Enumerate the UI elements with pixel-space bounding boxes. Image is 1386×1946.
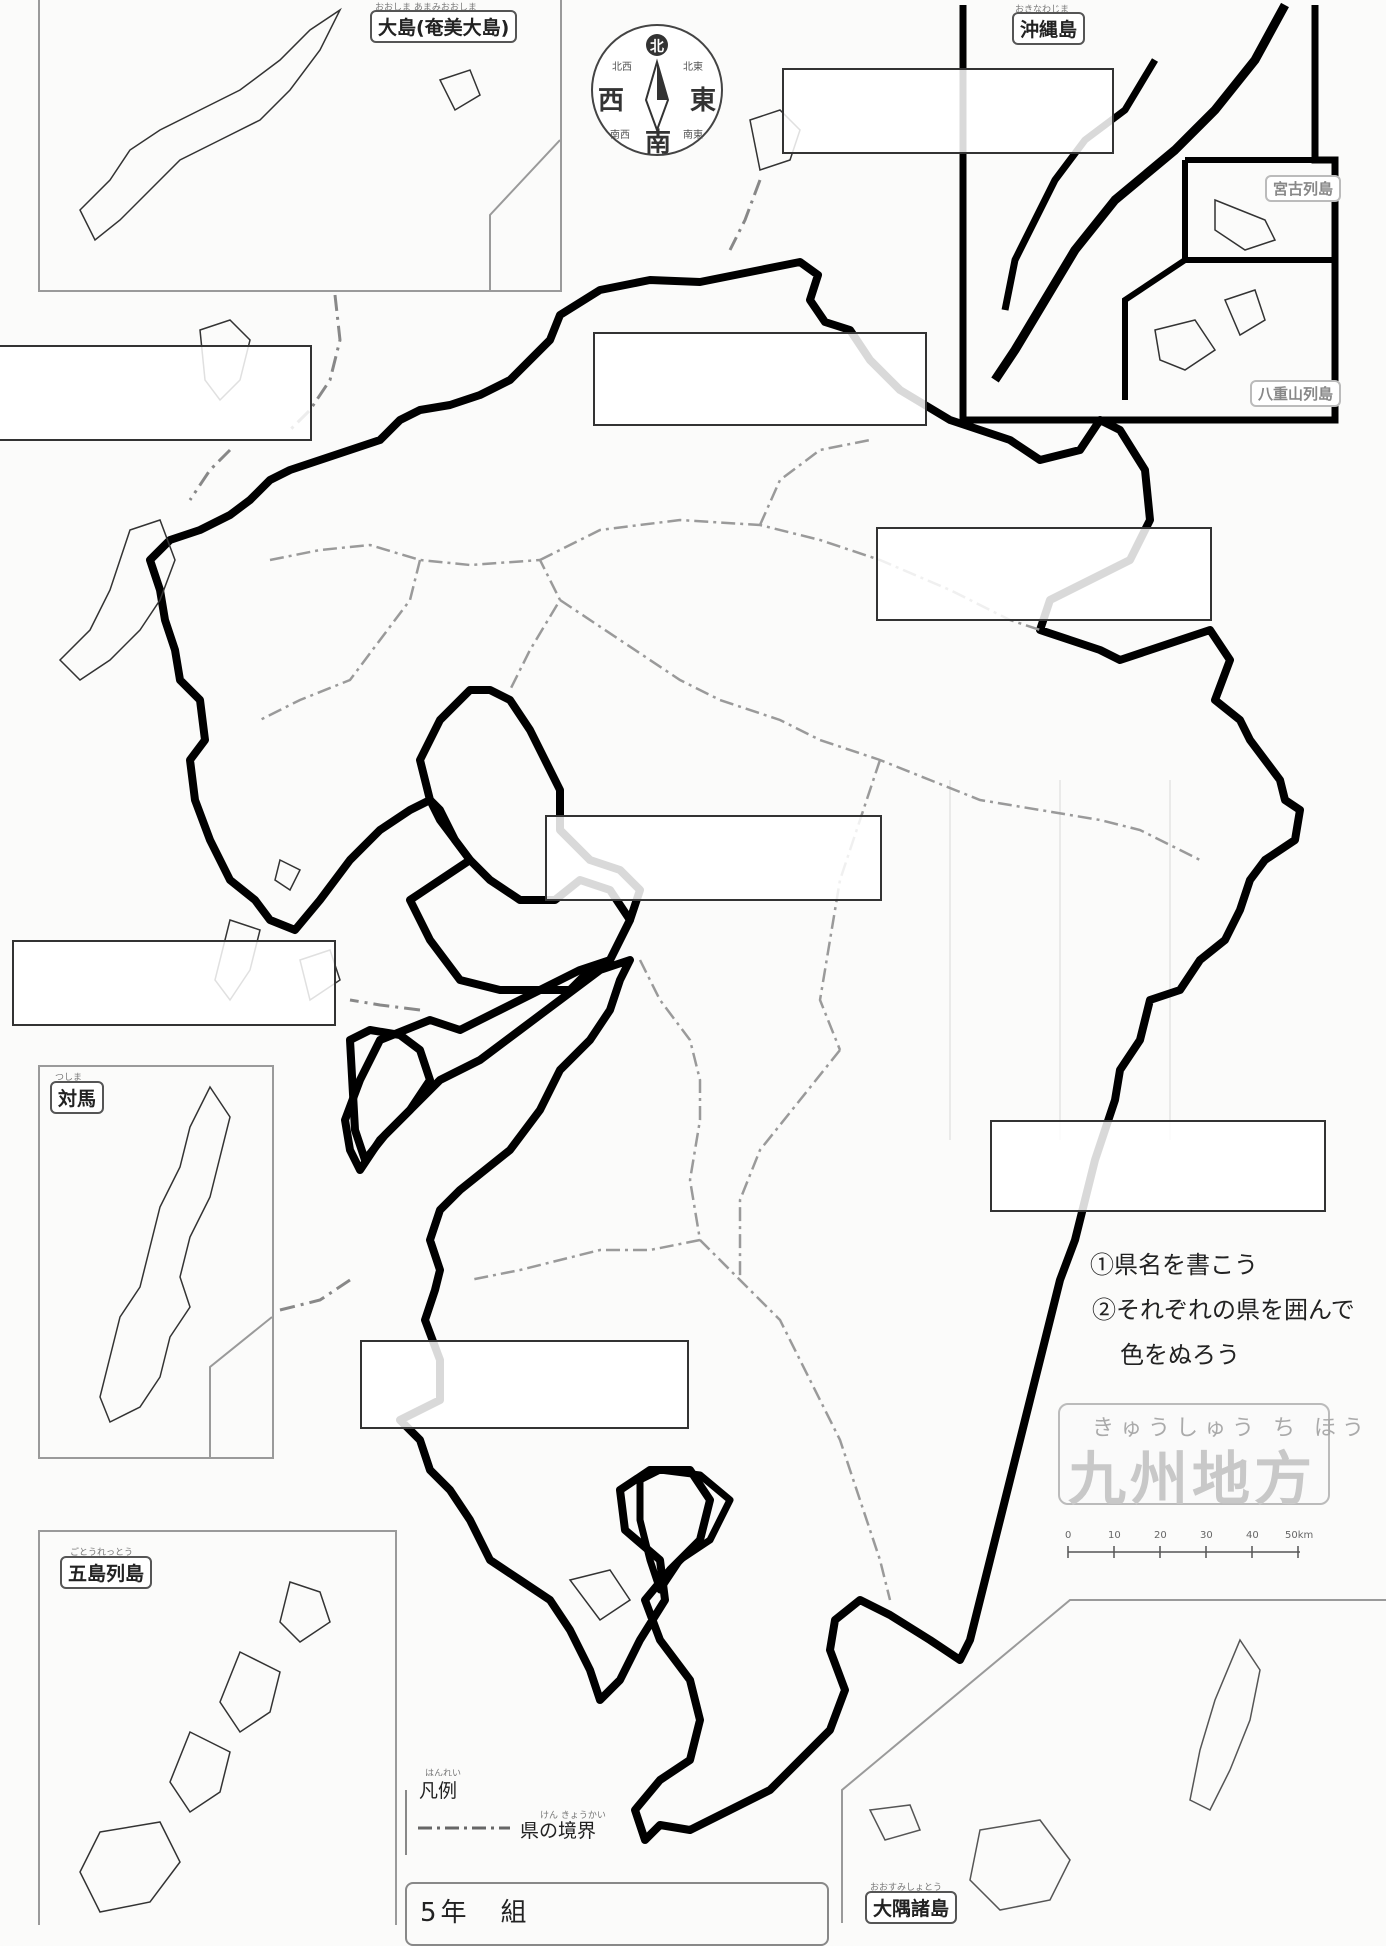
goto-label: 五島列島 [60, 1556, 153, 1589]
compass-northeast: 北東 [683, 62, 703, 73]
amami-island [79, 7, 560, 290]
osumi-ruby: おおすみしょとう [870, 1883, 943, 1893]
satsuma-bay [636, 1466, 734, 1594]
class-label: 5年 組 [420, 1898, 531, 1928]
osumi-inset: おおすみしょとう 大隅諸島 [840, 1580, 1386, 1924]
compass-west: 西 [598, 86, 625, 116]
tsushima-ruby: つしま [55, 1073, 83, 1083]
goto-ruby: ごとうれっとう [70, 1548, 134, 1558]
legend-title: 凡例 [415, 1776, 462, 1803]
legend-box [405, 1790, 647, 1855]
scale-tick: 20 [1154, 1530, 1167, 1541]
goto-islands [79, 1581, 331, 1913]
compass-south: 南 [645, 128, 672, 158]
scale-tick: 10 [1108, 1530, 1121, 1541]
ariake-bay [406, 686, 644, 994]
scale-tick: 30 [1200, 1530, 1213, 1541]
okinawa-frame [959, 2, 1339, 424]
amami-label: 大島(奄美大島) [370, 10, 518, 43]
okinawa-ruby: おきなわじま [1015, 5, 1070, 15]
goto-inset: ごとうれっとう 五島列島 [38, 1530, 397, 1925]
scale-bar [1067, 1546, 1300, 1558]
prefecture-answer-box[interactable] [360, 1340, 689, 1429]
tsushima-island [99, 1085, 272, 1457]
shimabara-peninsula [346, 1026, 434, 1164]
legend-title-ruby: はんれい [425, 1769, 462, 1779]
prefecture-answer-box[interactable] [593, 332, 927, 426]
scale-tick: 40 [1246, 1530, 1259, 1541]
instruction-line-3: 色をぬろう [1120, 1341, 1240, 1369]
yaeyama-label: 八重山列島 [1250, 380, 1342, 407]
tsushima-label: 対馬 [50, 1081, 105, 1114]
page-title: 九州地方 [1068, 1445, 1317, 1513]
legend-boundary-label: 県の境界 [520, 1820, 597, 1842]
compass-east: 東 [690, 86, 717, 116]
title-ruby: きゅうしゅう ち ほう [1092, 1416, 1370, 1441]
kyushu-coastline [146, 258, 1304, 1844]
amami-inset: おおしま あまみおおしま 大島(奄美大島) [38, 0, 562, 292]
okinawa-inset: おきなわじま 沖縄島 宮古列島 八重山列島 [955, 0, 1342, 425]
title-box [1058, 1403, 1330, 1505]
compass-southwest: 南西 [610, 130, 630, 141]
osumi-frame [841, 1599, 1386, 1923]
prefecture-answer-box[interactable] [12, 940, 336, 1026]
compass-north: 北 [650, 39, 664, 55]
legend-item-ruby: けん きょうかい [540, 1811, 606, 1821]
scale-tick: 0 [1065, 1530, 1072, 1541]
compass-rose [591, 24, 723, 156]
prefecture-answer-box[interactable] [876, 527, 1212, 621]
osumi-label: 大隅諸島 [865, 1891, 958, 1924]
prefecture-answer-box[interactable] [990, 1120, 1326, 1212]
tsushima-inset: つしま 対馬 [38, 1065, 274, 1459]
compass-northwest: 北西 [612, 62, 632, 73]
miyako-label: 宮古列島 [1265, 175, 1342, 202]
compass-southeast: 南東 [683, 130, 703, 141]
okinawa-label: 沖縄島 [1012, 12, 1086, 45]
instruction-line-2: ②それぞれの県を囲んで [1092, 1296, 1355, 1324]
prefecture-boundaries [259, 438, 1201, 1601]
instruction-line-1: ①県名を書こう [1090, 1251, 1258, 1279]
prefecture-answer-box[interactable] [782, 68, 1114, 154]
prefecture-answer-box[interactable] [0, 345, 312, 441]
prefecture-answer-box[interactable] [545, 815, 882, 901]
scale-tick: 50km [1285, 1530, 1314, 1541]
amami-ruby: おおしま あまみおおしま [375, 3, 477, 13]
